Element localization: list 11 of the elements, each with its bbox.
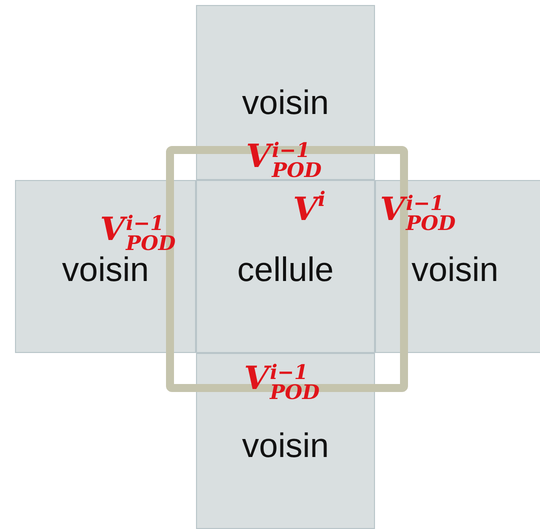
cell-label: voisin: [412, 253, 498, 287]
math-label: V$^{i}$: [293, 189, 326, 225]
grid-cell: [196, 5, 375, 180]
cell-label: voisin: [242, 86, 329, 120]
grid-cell: [375, 180, 540, 353]
cell-label: voisin: [62, 253, 149, 287]
grid-cell: [196, 180, 375, 353]
grid-cell: [196, 353, 375, 529]
cell-label: cellule: [237, 253, 334, 287]
grid-cell: [15, 180, 196, 353]
cell-label: voisin: [242, 429, 329, 463]
